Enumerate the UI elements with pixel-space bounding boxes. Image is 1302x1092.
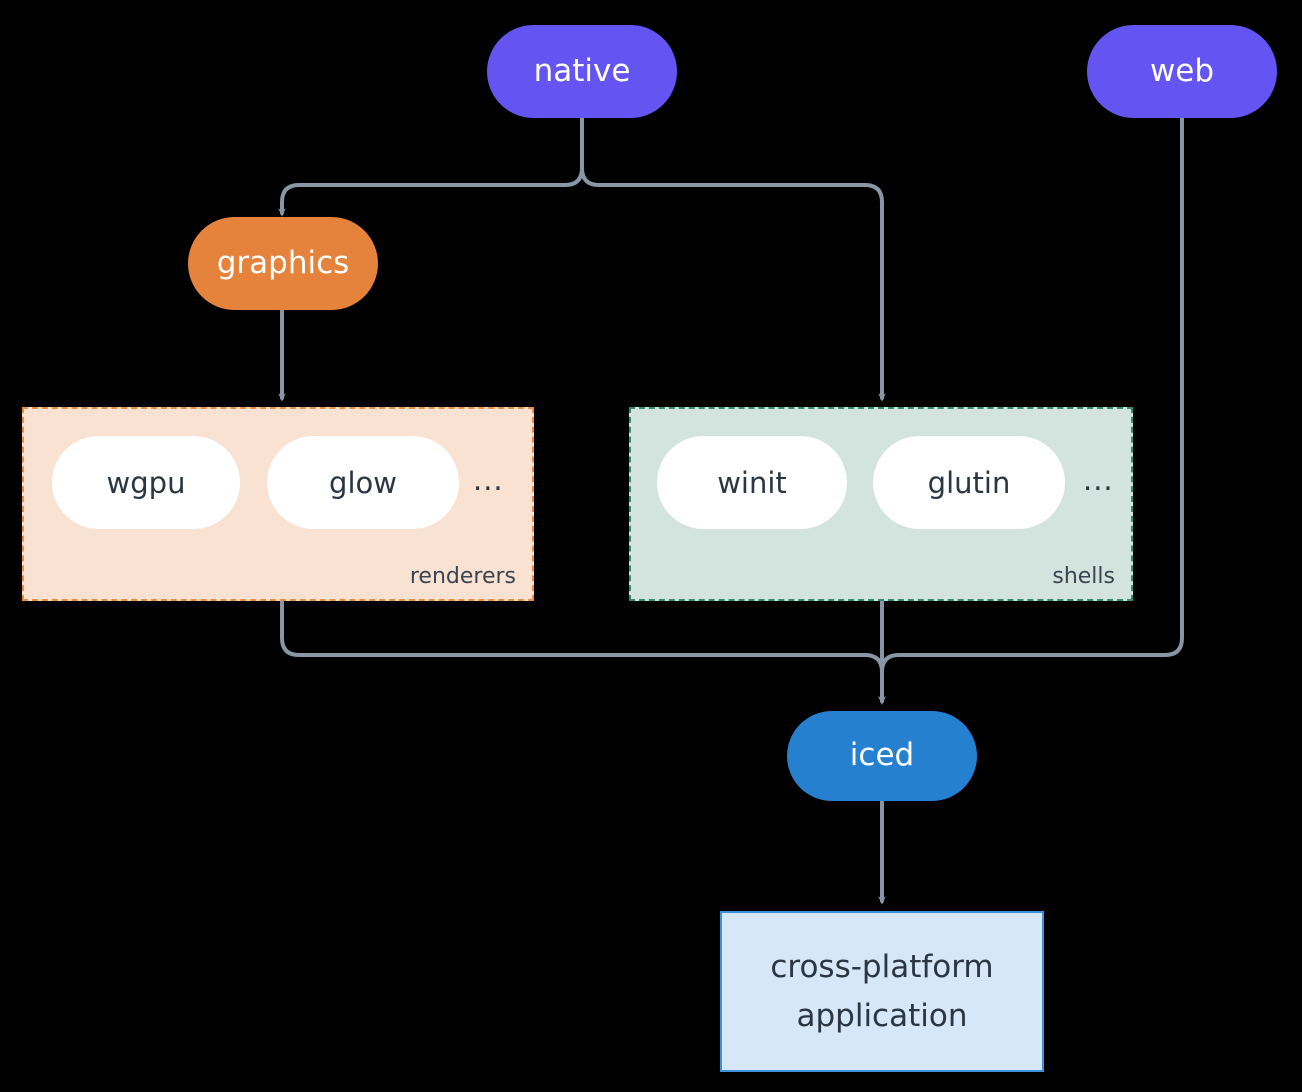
- chip-wgpu-label: wgpu: [106, 465, 186, 500]
- node-graphics-label: graphics: [216, 244, 350, 281]
- edge-renderers-to-iced: [280, 599, 886, 705]
- chip-glutin[interactable]: glutin: [873, 436, 1065, 529]
- renderers-more-ellipsis: ...: [473, 463, 504, 497]
- chip-winit-label: winit: [717, 465, 787, 500]
- node-native-label: native: [533, 52, 631, 89]
- group-shells-label: shells: [1052, 564, 1115, 589]
- edge-native-to-graphics: [278, 166, 584, 217]
- shells-more-ellipsis: ...: [1083, 463, 1114, 497]
- node-web-label: web: [1149, 52, 1215, 89]
- chip-glutin-label: glutin: [927, 465, 1011, 500]
- node-iced[interactable]: iced: [787, 711, 977, 801]
- node-web[interactable]: web: [1087, 25, 1277, 118]
- group-renderers-label: renderers: [409, 564, 516, 589]
- node-iced-label: iced: [849, 737, 915, 774]
- edge-native-to-shells: [580, 166, 886, 402]
- application-label-line2: application: [796, 997, 968, 1034]
- group-shells: winit glutin shells: [629, 407, 1133, 601]
- group-renderers: wgpu glow renderers: [22, 407, 534, 601]
- application-label-line1: cross-platform: [770, 949, 994, 986]
- chip-winit[interactable]: winit: [657, 436, 847, 529]
- node-cross-platform-application[interactable]: cross-platform application: [720, 911, 1044, 1072]
- node-native[interactable]: native: [487, 25, 677, 118]
- chip-glow-label: glow: [329, 465, 397, 500]
- chip-glow[interactable]: glow: [267, 436, 459, 529]
- chip-wgpu[interactable]: wgpu: [52, 436, 240, 529]
- node-graphics[interactable]: graphics: [188, 217, 378, 310]
